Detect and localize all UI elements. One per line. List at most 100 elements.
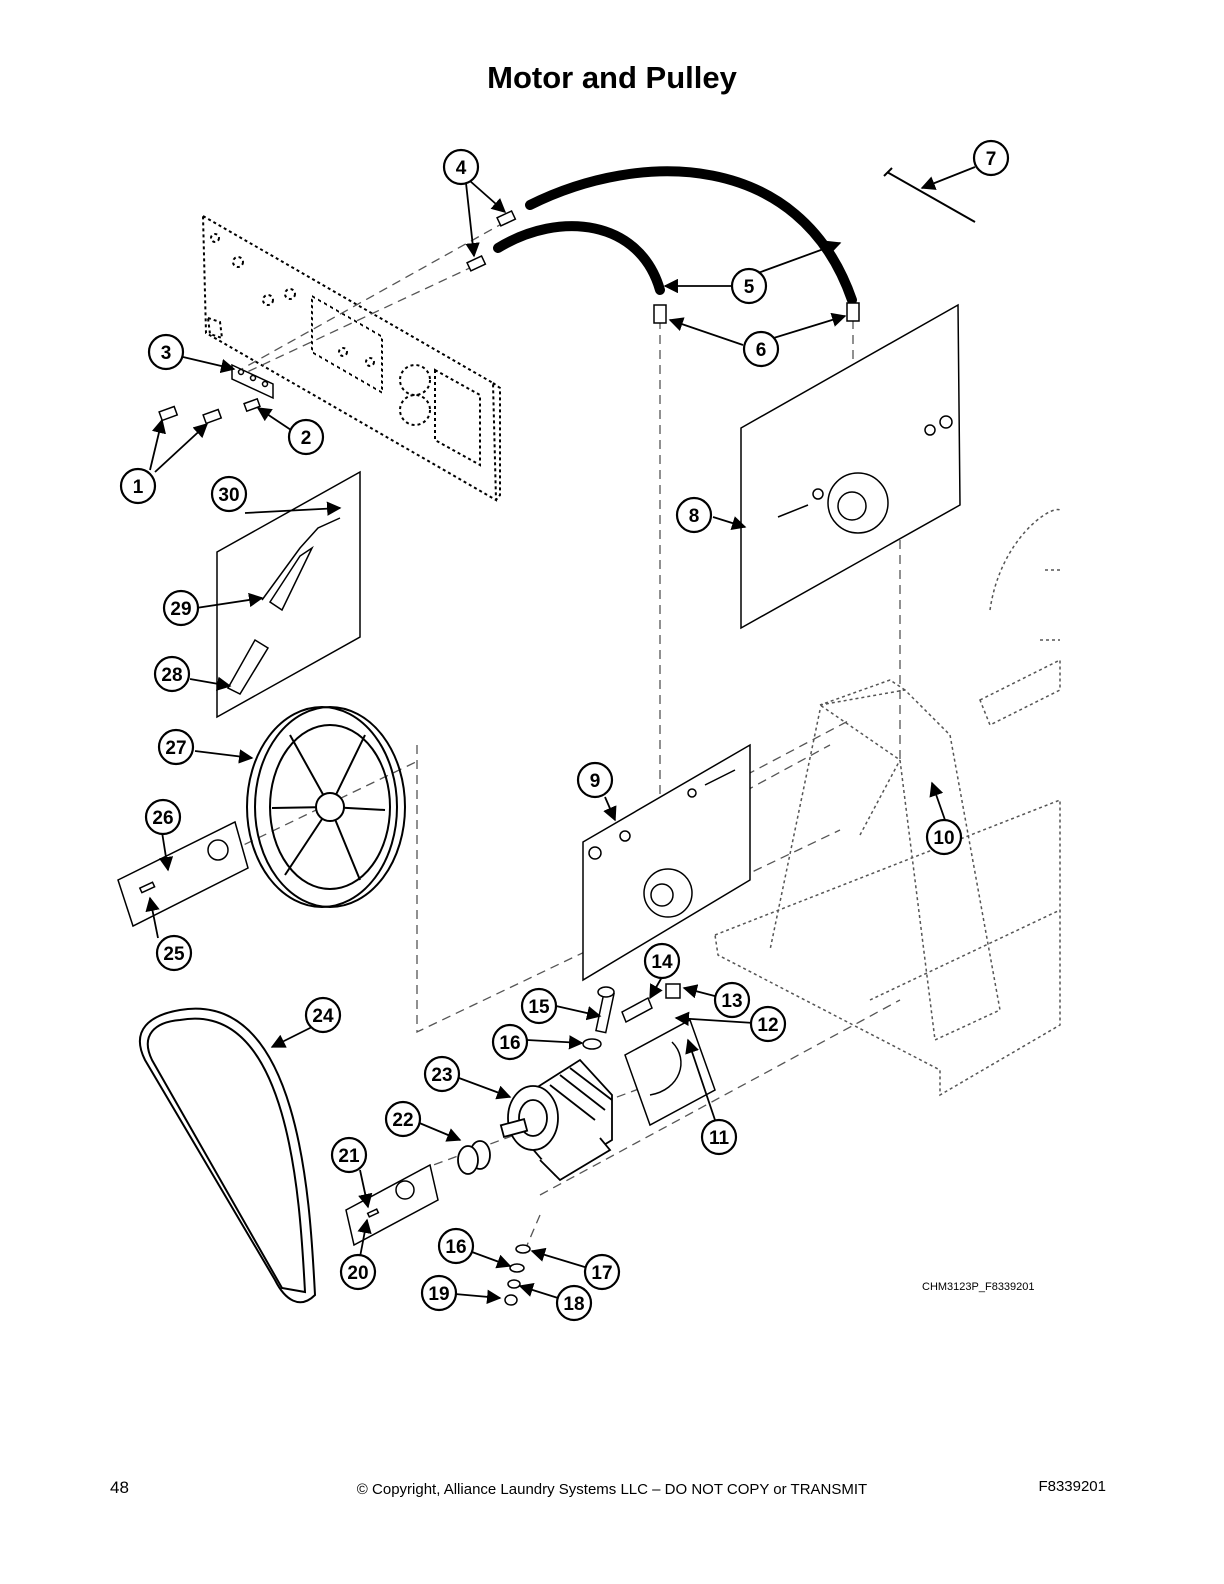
callout-30: 30 [210,475,248,513]
callout-12: 12 [749,1005,787,1043]
cable-tie-drawing [883,167,976,223]
callout-circle [330,1136,368,1174]
callout-circle [287,418,325,456]
copyright-notice: © Copyright, Alliance Laundry Systems LL… [356,1481,868,1498]
page-title: Motor and Pulley [487,60,737,95]
callout-label: 11 [709,1128,730,1149]
callout-circle [119,467,157,505]
callout-16: 16 [437,1227,475,1265]
callout-circle [491,1023,529,1061]
callout-label: 24 [312,1006,334,1027]
callout-circle [420,1274,458,1312]
bearing-kit-8-drawing [740,303,961,630]
callout-label: 16 [445,1237,466,1258]
callout-label: 27 [165,738,186,759]
hose-fittings-drawing [466,209,860,324]
callout-label: 26 [152,808,173,829]
callout-label: 7 [986,149,997,170]
callout-23: 23 [423,1055,461,1093]
callout-layer: 1234567891011121314151616171819202122232… [119,139,1010,1322]
callout-21: 21 [330,1136,368,1174]
callout-circle [339,1253,377,1291]
callout-circle [749,1005,787,1043]
callout-circle [153,655,191,693]
callout-label: 10 [933,828,954,849]
callout-label: 20 [347,1263,368,1284]
callout-2: 2 [287,418,325,456]
large-pulley-drawing [246,706,406,908]
callout-circle [520,987,558,1025]
belt-drawing [139,1007,317,1304]
callout-5: 5 [730,267,768,305]
callout-4: 4 [442,148,480,186]
callout-label: 15 [528,997,550,1018]
callout-label: 30 [218,485,239,506]
callout-label: 8 [689,506,700,527]
callout-label: 25 [163,944,185,965]
callout-label: 16 [499,1033,520,1054]
callout-17: 17 [583,1253,621,1291]
callout-label: 17 [591,1263,612,1284]
connector-plate-drawing [158,363,274,425]
callout-circle [742,330,780,368]
callout-circle [925,818,963,856]
callout-circle [643,942,681,980]
control-panel-drawing [201,214,501,502]
callout-1: 1 [119,467,157,505]
callout-27: 27 [157,728,195,766]
hose-drawing [493,166,857,305]
callout-26: 26 [144,798,182,836]
callout-label: 4 [456,158,467,179]
callout-circle [555,1284,593,1322]
bushing-kit-26-drawing [117,820,249,928]
callout-13: 13 [713,981,751,1019]
page-number: 48 [110,1478,129,1497]
callout-circle [162,589,200,627]
motor-pulley-drawing [457,1140,491,1175]
callout-circle [700,1118,738,1156]
callout-label: 3 [161,343,172,364]
callout-label: 22 [392,1110,413,1131]
motor-drawing [499,1058,613,1182]
callout-circle [675,496,713,534]
callout-label: 29 [170,599,191,620]
callout-10: 10 [925,818,963,856]
callout-circle [972,139,1010,177]
callout-circle [144,798,182,836]
callout-circle [713,981,751,1019]
callout-label: 1 [133,477,144,498]
callout-22: 22 [384,1100,422,1138]
callout-circle [147,333,185,371]
callout-circle [442,148,480,186]
callout-label: 13 [721,991,742,1012]
callout-circle [304,996,342,1034]
callout-circle [576,761,614,799]
bearing-kit-9-drawing [582,743,751,982]
callout-label: 21 [338,1146,360,1167]
callout-16: 16 [491,1023,529,1061]
callout-label: 5 [744,277,755,298]
callout-circle [423,1055,461,1093]
callout-15: 15 [520,987,558,1025]
callout-circle [155,934,193,972]
callout-29: 29 [162,589,200,627]
callout-circle [583,1253,621,1291]
callout-28: 28 [153,655,191,693]
callout-label: 14 [651,952,673,973]
callout-label: 2 [301,428,312,449]
callout-circle [157,728,195,766]
drawing-id: CHM3123P_F8339201 [922,1281,1035,1293]
callout-11: 11 [700,1118,738,1156]
callout-18: 18 [555,1284,593,1322]
callout-circle [384,1100,422,1138]
bushing-kit-21-drawing [345,1163,439,1247]
callout-24: 24 [304,996,342,1034]
callout-label: 28 [161,665,182,686]
callout-circle [730,267,768,305]
callout-label: 9 [590,771,601,792]
callout-label: 23 [431,1065,452,1086]
document-number: F8339201 [1038,1478,1106,1495]
callout-25: 25 [155,934,193,972]
callout-label: 12 [757,1015,778,1036]
